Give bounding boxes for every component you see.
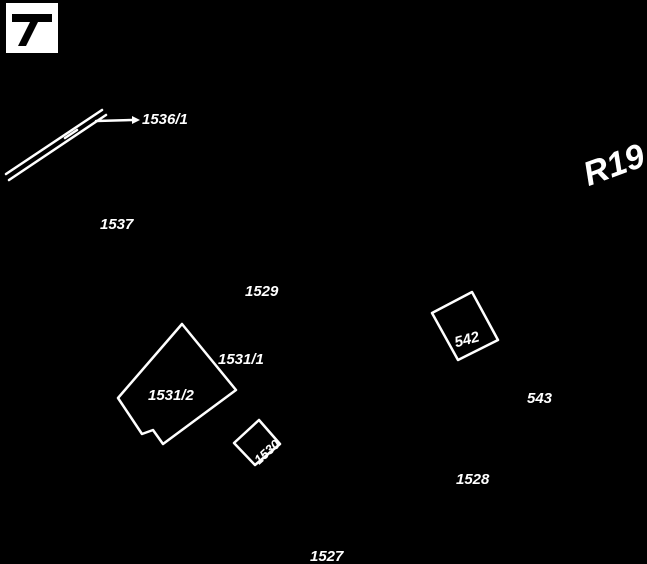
parcel-label-1529: 1529 [245, 283, 279, 300]
parcel-label-1531-1: 1531/1 [218, 351, 264, 368]
parcel-label-1527: 1527 [310, 548, 344, 564]
building-outline-542 [430, 290, 500, 362]
leader-arrow-1536 [94, 116, 140, 124]
road-boundary-lines [4, 108, 108, 182]
building-outline-1530 [232, 418, 282, 467]
north-arrow-icon [6, 3, 58, 53]
parcel-label-1531-2: 1531/2 [148, 387, 195, 404]
parcel-label-543: 543 [527, 390, 553, 407]
building-outline-1531-2 [116, 322, 238, 446]
parcel-label-542: 542 [453, 328, 482, 351]
sheet-mark: R19 [578, 137, 647, 194]
parcel-label-1528: 1528 [456, 471, 490, 488]
parcel-label-1536-1: 1536/1 [142, 111, 188, 128]
parcel-label-1537: 1537 [100, 216, 134, 233]
